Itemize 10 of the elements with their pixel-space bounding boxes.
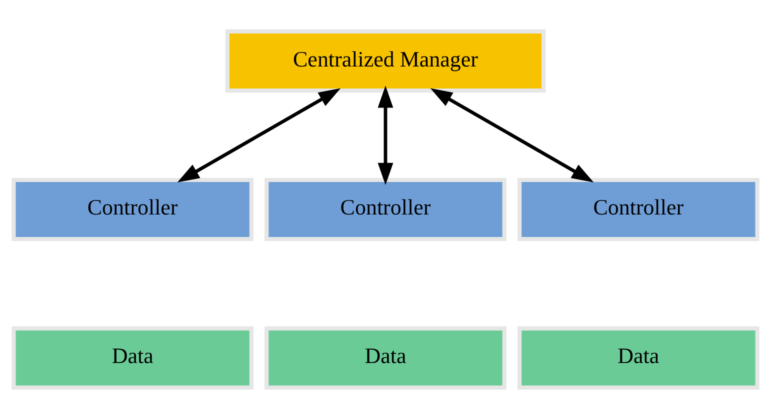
node-box: Data: [12, 326, 254, 390]
arrow: [430, 88, 594, 182]
node-box: Data: [264, 326, 506, 390]
node-box: Centralized Manager: [225, 29, 546, 93]
node-box: Controller: [264, 178, 506, 242]
node-box: Controller: [12, 178, 254, 242]
node-box: Controller: [517, 178, 760, 242]
arrow: [177, 88, 341, 182]
arrow: [378, 86, 394, 185]
node-box: Data: [517, 326, 760, 390]
